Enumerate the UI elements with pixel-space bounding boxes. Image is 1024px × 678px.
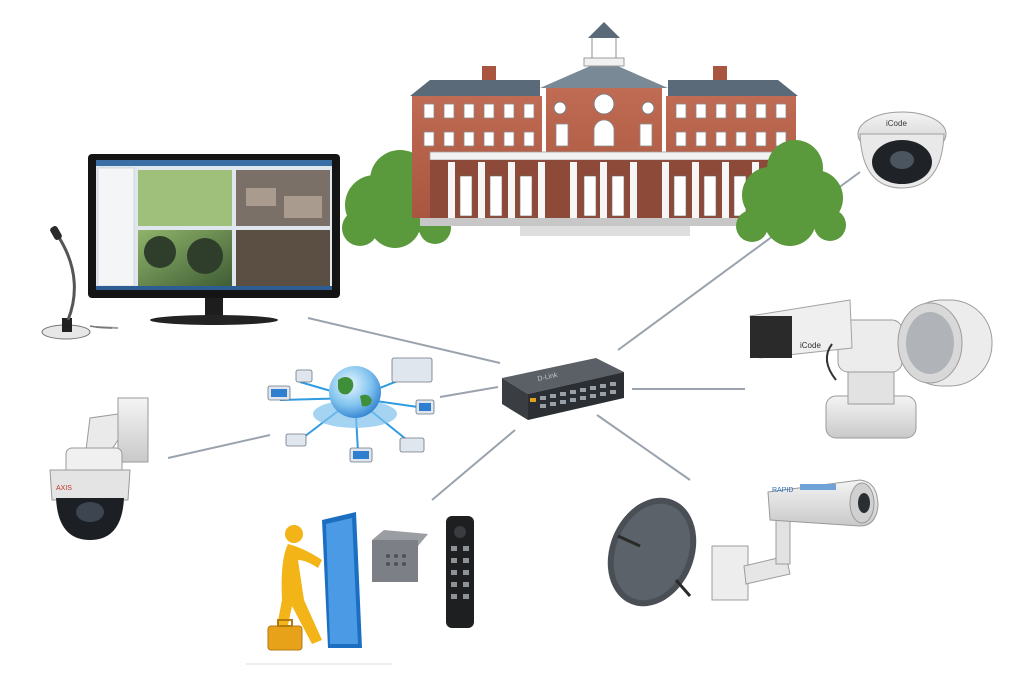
door-access-control: [246, 512, 474, 665]
link-wireless: [596, 414, 691, 481]
surveillance-monitor: [88, 154, 340, 325]
wall-mount-speed-dome: AXIS: [49, 397, 149, 540]
link-network-cloud: [439, 386, 499, 398]
link-access-control: [431, 429, 516, 501]
dome-camera: iCode: [857, 111, 947, 189]
link-monitor: [307, 317, 501, 364]
dome-camera-brand: iCode: [886, 119, 907, 128]
link-speed-dome: [167, 434, 271, 459]
desk-microphone: [41, 226, 113, 340]
network-switch: D-Link: [502, 358, 624, 420]
networked-devices: [267, 357, 435, 463]
connection-links: [95, 171, 861, 501]
speed-dome-brand: AXIS: [56, 485, 72, 492]
bullet-camera-brand: RAPID: [772, 487, 793, 494]
ptz-camera-brand: iCode: [800, 341, 821, 350]
wireless-link-equipment: RAPID: [607, 479, 879, 607]
campus-building: [342, 22, 846, 248]
tree-right: [736, 140, 846, 246]
outdoor-ptz-camera: iCode: [749, 299, 993, 439]
switch-brand: D-Link: [537, 372, 559, 383]
